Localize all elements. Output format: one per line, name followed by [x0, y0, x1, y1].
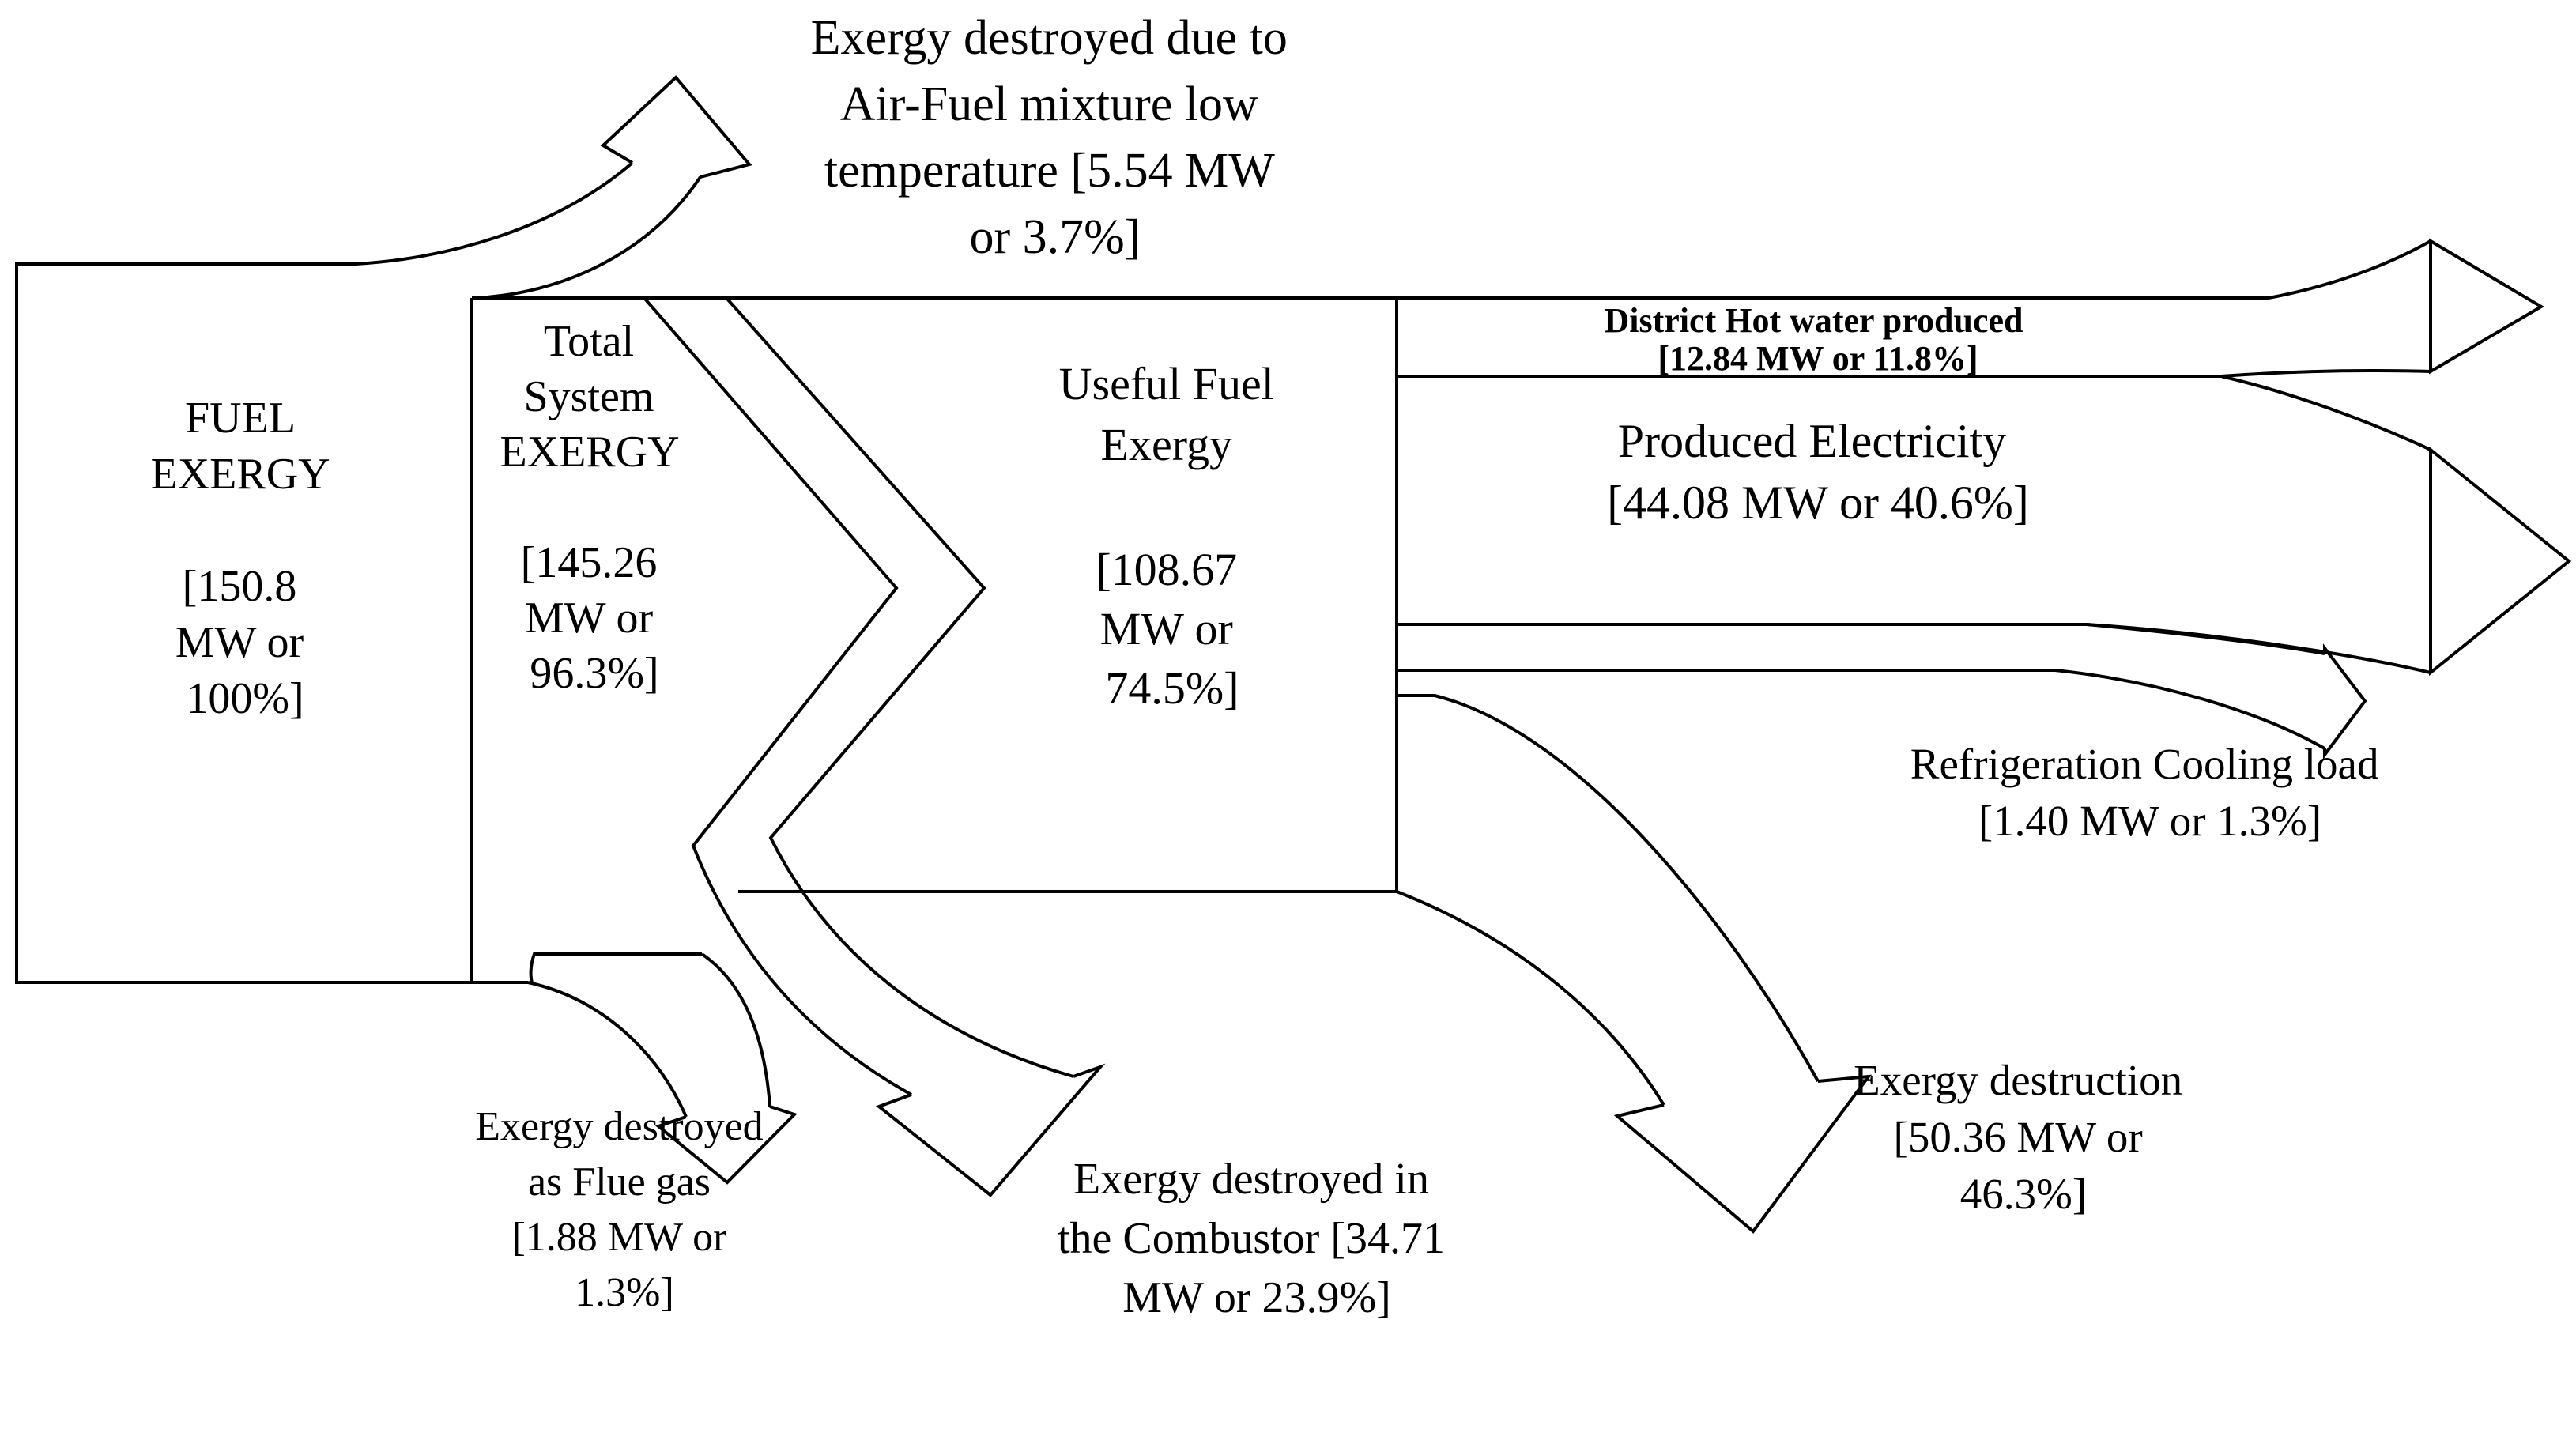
refrigeration-arrowhead [2323, 643, 2367, 760]
district-fork-down-curve [2220, 375, 2431, 451]
label-line: FUEL [185, 394, 294, 443]
combustor-label: Exergy destroyed in the Combustor [34.71… [1058, 1155, 1456, 1322]
electricity-bottom-edge [1397, 623, 2431, 674]
label-line: as Flue gas [528, 1159, 711, 1205]
label-line: temperature [5.54 MW [824, 144, 1275, 198]
label-line: Exergy destroyed in [1073, 1155, 1429, 1204]
label-line: Useful Fuel [1059, 358, 1274, 409]
fuel-exergy-label: FUEL EXERGY [150.8 MW or 100%] [150, 394, 339, 723]
label-line: MW or [175, 618, 304, 667]
label-line: [1.40 MW or 1.3%] [1978, 797, 2321, 845]
flue-arrowhead [654, 1105, 798, 1185]
label-line: EXERGY [500, 428, 679, 477]
label-line: Air-Fuel mixture low [840, 77, 1258, 131]
inner-chevron-combustor-left [643, 296, 912, 1096]
label-line: 74.5%] [1105, 662, 1239, 714]
refrigeration-bottom-edge [1397, 669, 2325, 750]
label-line: EXERGY [150, 450, 330, 499]
label-line: MW or [1100, 603, 1233, 654]
fuel-exergy-box [15, 262, 473, 984]
label-line: System [524, 372, 654, 421]
label-line: 46.3%] [1960, 1170, 2087, 1218]
label-line: [108.67 [1096, 544, 1237, 595]
air-fuel-band-lower-curve [473, 175, 702, 300]
refrigeration-fork-curve [2086, 623, 2325, 655]
label-line: District Hot water produced [1605, 301, 2023, 340]
district-fork-up-curve [2220, 369, 2431, 378]
main-top-edge [472, 239, 2431, 300]
produced-electricity-label: Produced Electricity [44.08 MW or 40.6%] [1607, 415, 2029, 529]
label-line: Refrigeration Cooling load [1910, 740, 2379, 788]
label-line: Total [544, 317, 634, 366]
label-line: Produced Electricity [1618, 415, 2006, 467]
electricity-arrowhead [2429, 446, 2572, 677]
total-system-label: Total System EXERGY [145.26 MW or 96.3%] [500, 317, 688, 698]
label-line: Exergy [1101, 419, 1232, 470]
label-line: Exergy destroyed [475, 1104, 763, 1149]
label-line: the Combustor [34.71 [1058, 1214, 1445, 1263]
label-line: or 3.7%] [970, 210, 1141, 264]
air-fuel-band-upper-curve [355, 161, 634, 266]
useful-fuel-label: Useful Fuel Exergy [108.67 MW or 74.5%] [1059, 358, 1286, 714]
flue-gas-label: Exergy destroyed as Flue gas [1.88 MW or… [475, 1104, 773, 1315]
air-fuel-label: Exergy destroyed due to Air-Fuel mixture… [811, 11, 1300, 264]
label-line: [12.84 MW or 11.8%] [1658, 339, 1978, 378]
destruction-arrowhead [1613, 1074, 1873, 1234]
label-line: [1.88 MW or [511, 1215, 726, 1260]
label-line: MW or 23.9%] [1122, 1273, 1391, 1322]
refrigeration-label: Refrigeration Cooling load [1.40 MW or 1… [1910, 740, 2389, 845]
exergy-destruction-label: Exergy destruction [50.36 MW or 46.3%] [1854, 1056, 2193, 1218]
outer-chevron-combustor-right [725, 296, 1074, 1078]
label-line: [50.36 MW or [1894, 1113, 2143, 1161]
label-line: [150.8 [183, 562, 297, 611]
label-line: MW or [525, 594, 654, 643]
label-line: 1.3%] [575, 1270, 674, 1315]
label-line: Exergy destroyed due to [811, 11, 1288, 65]
total-box-bottom-ledge [529, 952, 702, 983]
destruction-right-curve [1397, 694, 1820, 1082]
air-fuel-arrowhead [600, 75, 752, 179]
label-line: [44.08 MW or 40.6%] [1607, 477, 2029, 529]
label-line: 96.3%] [530, 649, 658, 698]
flue-band-right-curve [700, 952, 771, 1107]
label-line: Exergy destruction [1854, 1056, 2182, 1104]
destruction-left-curve [1396, 890, 1665, 1107]
label-line: [145.26 [521, 538, 658, 587]
label-line: 100%] [186, 674, 304, 723]
combustor-arrowhead [875, 1063, 1106, 1197]
flue-band-left-curve [527, 981, 688, 1118]
district-hot-water-label: District Hot water produced [12.84 MW or… [1605, 301, 2032, 378]
district-arrowhead [2429, 238, 2544, 375]
